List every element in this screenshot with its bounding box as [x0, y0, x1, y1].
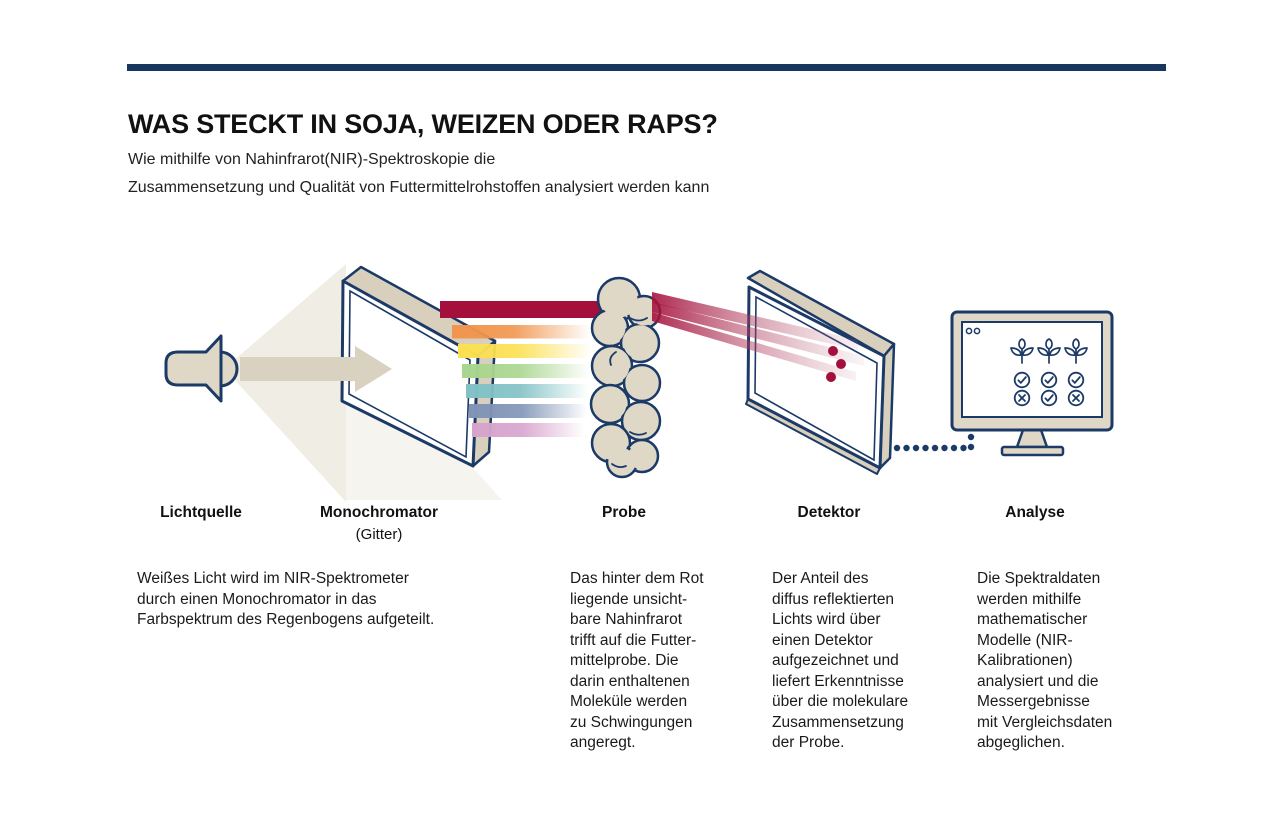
band-red [440, 301, 645, 318]
sample-cloud-icon [589, 276, 662, 479]
stage-label-lichtquelle: Lichtquelle [160, 504, 242, 521]
signal-dots-icon [826, 346, 846, 382]
stage-label-monochromator: Monochromator [320, 504, 438, 521]
check-icon [1040, 371, 1058, 389]
band-blue [469, 404, 587, 418]
stage-label-probe: Probe [602, 504, 646, 521]
reflected-beams-icon [652, 292, 864, 381]
light-beam-cone-icon [233, 264, 502, 502]
band-teal [466, 384, 588, 398]
check-icon [1040, 389, 1058, 407]
screen-dot-icon [973, 327, 981, 335]
band-green [462, 364, 590, 378]
check-icon [1013, 371, 1031, 389]
page-subtitle-line1: Wie mithilfe von Nahinfrarot(NIR)-Spektr… [128, 151, 496, 168]
lamp-icon [164, 334, 239, 403]
band-yellow [458, 344, 592, 358]
page-title: WAS STECKT IN SOJA, WEIZEN ODER RAPS? [128, 109, 718, 139]
stage-sublabel-gitter: (Gitter) [355, 526, 403, 543]
cross-icon [1067, 389, 1085, 407]
band-pink [472, 423, 584, 437]
cross-icon [1013, 389, 1031, 407]
top-divider-bar [127, 64, 1166, 71]
description-detektor: Der Anteil des diffus reflektierten Lich… [772, 570, 909, 751]
stage-label-analyse: Analyse [1005, 504, 1065, 521]
monitor-icon [950, 310, 1114, 457]
monitor-base [1000, 445, 1065, 457]
description-lichtquelle: Weißes Licht wird im NIR-Spektrometer du… [137, 570, 435, 628]
description-analyse: Die Spektraldaten werden mithilfe mathem… [977, 570, 1113, 751]
spectrum-bands-icon [440, 301, 645, 437]
stage-label-detektor: Detektor [797, 504, 861, 521]
page-subtitle-line2: Zusammensetzung und Qualität von Futterm… [128, 179, 710, 196]
light-arrow-icon [240, 346, 392, 392]
description-probe: Das hinter dem Rot liegende unsicht- bar… [570, 570, 704, 751]
monitor-stand [1015, 428, 1049, 449]
screen-dot-icon [965, 327, 973, 335]
detector-panel-icon [745, 269, 896, 475]
band-orange [452, 325, 590, 339]
check-icon [1067, 371, 1085, 389]
